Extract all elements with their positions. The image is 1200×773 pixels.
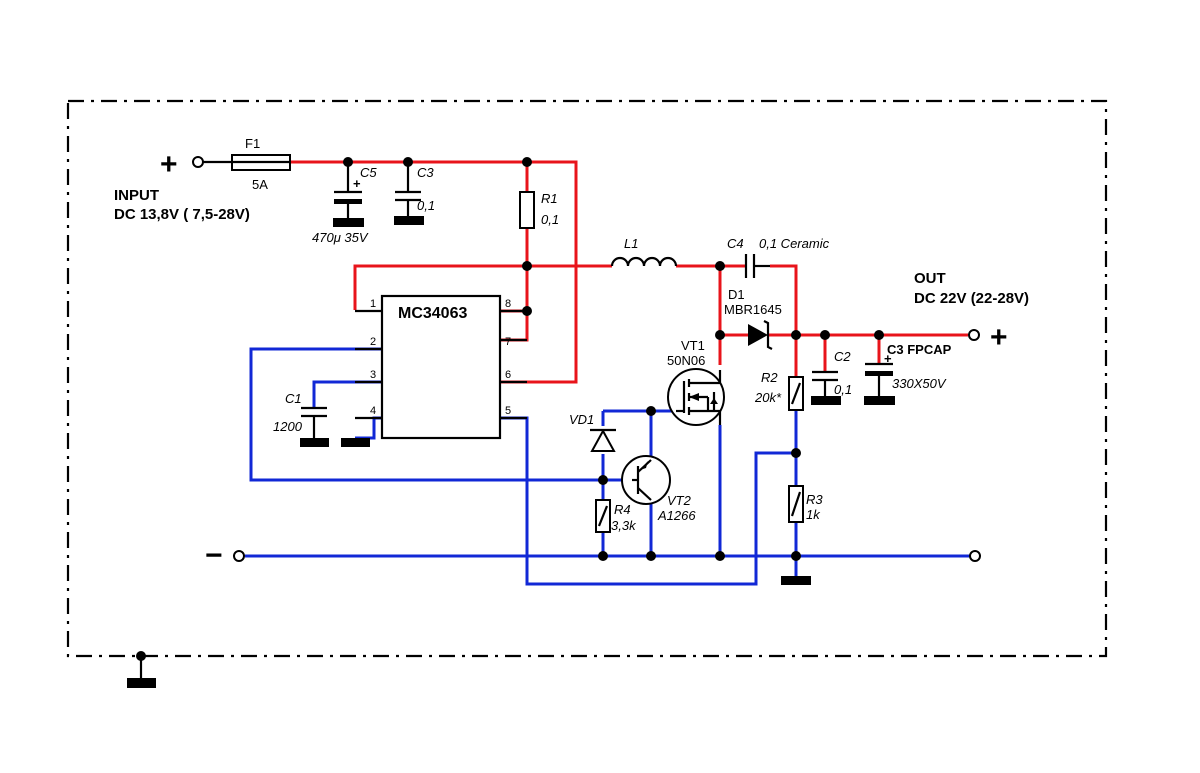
r2-value: 20k* [754, 390, 782, 405]
vt1-value: 50N06 [667, 353, 705, 368]
ic-pin-6: 6 [505, 369, 511, 381]
capacitor-c3-input [394, 162, 424, 225]
junction-dots [343, 157, 884, 561]
capacitor-c4 [744, 254, 770, 278]
capacitor-c3-output [864, 362, 895, 405]
ic-pin-5: 5 [505, 405, 511, 417]
c3-output-polarity: + [884, 351, 892, 366]
ic-pin-4: 4 [370, 405, 376, 417]
c3-output-ref: C3 FPCAP [887, 342, 952, 357]
c3-input-value: 0,1 [417, 198, 435, 213]
c4-ref: C4 [727, 236, 744, 251]
input-terminal [192, 156, 232, 168]
ic-pin-3: 3 [370, 369, 376, 381]
c4-value: 0,1 Ceramic [759, 236, 830, 251]
ground-wiring [245, 347, 970, 586]
capacitor-c2 [811, 370, 841, 405]
input-spec: DC 13,8V ( 7,5-28V) [114, 206, 250, 223]
d1-value: MBR1645 [724, 302, 782, 317]
minus-sign: − [205, 539, 223, 572]
ic-name: MC34063 [398, 305, 467, 322]
negative-input-terminal [233, 550, 245, 562]
c1-value: 1200 [273, 419, 303, 434]
r4-value: 3,3k [611, 518, 637, 533]
c2-value: 0,1 [834, 382, 852, 397]
d1-ref: D1 [728, 287, 745, 302]
r4-ref: R4 [614, 502, 631, 517]
r1-value: 0,1 [541, 212, 559, 227]
diode-vd1 [590, 428, 616, 452]
ic-pin4-ground-symbol [341, 438, 370, 447]
r3-ref: R3 [806, 492, 823, 507]
output-spec: DC 22V (22-28V) [914, 290, 1029, 307]
r3-value: 1k [806, 507, 821, 522]
capacitor-c1 [300, 406, 329, 447]
f1-ref: F1 [245, 136, 260, 151]
output-terminal [968, 329, 980, 341]
resistor-r4 [595, 499, 611, 533]
r2-ref: R2 [761, 370, 778, 385]
c3-output-value: 330X50V [892, 376, 947, 391]
vt1-ref: VT1 [681, 338, 705, 353]
vt2-ref: VT2 [667, 493, 692, 508]
output-plus-sign: + [990, 321, 1008, 354]
ic-pin-1: 1 [370, 298, 376, 310]
c5-polarity: + [353, 176, 361, 191]
c3-input-ref: C3 [417, 165, 434, 180]
vd1-ref: VD1 [569, 412, 594, 427]
r1-ref: R1 [541, 191, 558, 206]
diode-d1 [748, 320, 773, 350]
r3-ground-symbol [781, 576, 811, 585]
enclosure-boundary [66, 99, 1108, 658]
resistor-r1 [519, 191, 535, 229]
c5-value: 470μ 35V [312, 230, 369, 245]
c1-ref: C1 [285, 391, 302, 406]
l1-ref: L1 [624, 236, 638, 251]
ic-mc34063 [355, 294, 527, 440]
positive-wiring [290, 160, 968, 384]
fuse-f1 [231, 154, 291, 171]
c5-ref: C5 [360, 165, 377, 180]
c2-ref: C2 [834, 349, 851, 364]
enclosure-ground-symbol [127, 651, 156, 688]
ic-pin-7: 7 [505, 336, 511, 348]
ic-pin-2: 2 [370, 336, 376, 348]
transistor-vt2 [621, 455, 671, 505]
negative-output-terminal [969, 550, 981, 562]
output-title: OUT [914, 270, 946, 287]
resistor-r3 [788, 485, 804, 523]
vt2-value: A1266 [657, 508, 696, 523]
ic-pin-8: 8 [505, 298, 511, 310]
mosfet-vt1 [667, 368, 725, 426]
input-title: INPUT [114, 187, 159, 204]
resistor-r2 [788, 376, 804, 411]
input-plus-sign: + [160, 148, 178, 181]
f1-value: 5A [252, 177, 268, 192]
inductor-l1 [610, 256, 678, 267]
